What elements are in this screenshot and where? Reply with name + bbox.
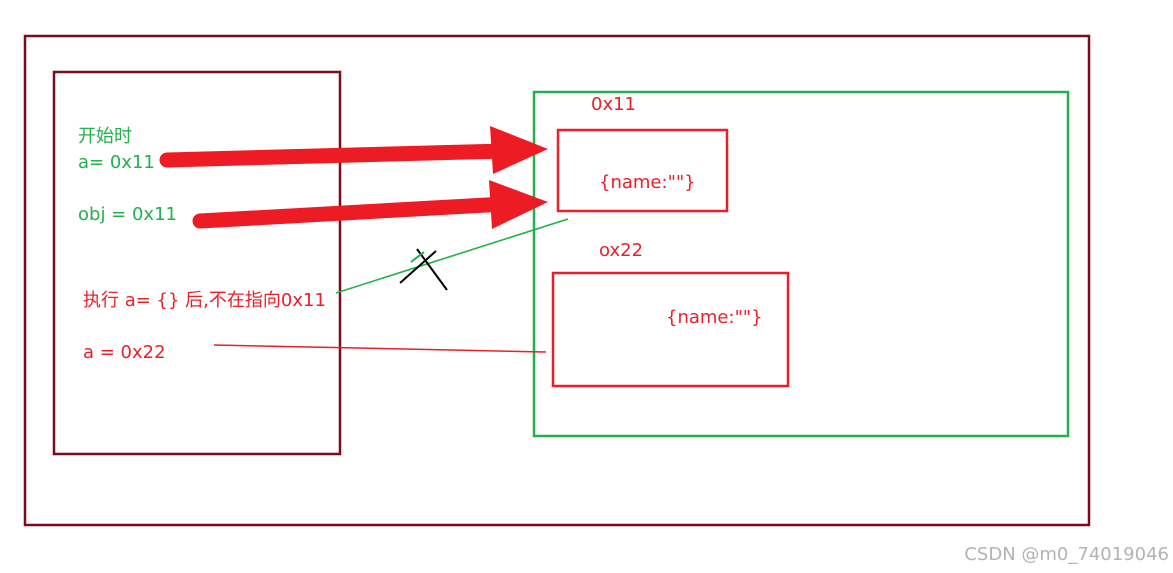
cross-mark-icon <box>399 248 448 291</box>
var-obj: obj = 0x11 <box>78 204 177 225</box>
object-0x22-box <box>551 271 790 388</box>
object-0x11-address: 0x11 <box>591 94 636 115</box>
label-start: 开始时 <box>78 126 132 147</box>
var-a-after: a = 0x22 <box>83 342 166 363</box>
object-0x22-address: ox22 <box>599 240 643 261</box>
heap-frame <box>532 90 1070 438</box>
outer-frame <box>23 34 1091 527</box>
watermark: CSDN @m0_74019046 <box>964 544 1169 565</box>
var-a-initial: a= 0x11 <box>78 152 155 173</box>
arrow-a-to-0x11 <box>159 126 548 174</box>
reference-a-to-0x22 <box>213 344 547 353</box>
object-0x22-content: {name:""} <box>666 307 763 328</box>
stack-frame <box>52 70 342 456</box>
object-0x11-content: {name:""} <box>599 172 696 193</box>
broken-reference-line <box>335 218 569 294</box>
note-after-reassign: 执行 a= {} 后,不在指向0x11 <box>83 290 326 311</box>
arrow-obj-to-0x11 <box>192 180 548 229</box>
object-0x11-box <box>556 128 729 213</box>
